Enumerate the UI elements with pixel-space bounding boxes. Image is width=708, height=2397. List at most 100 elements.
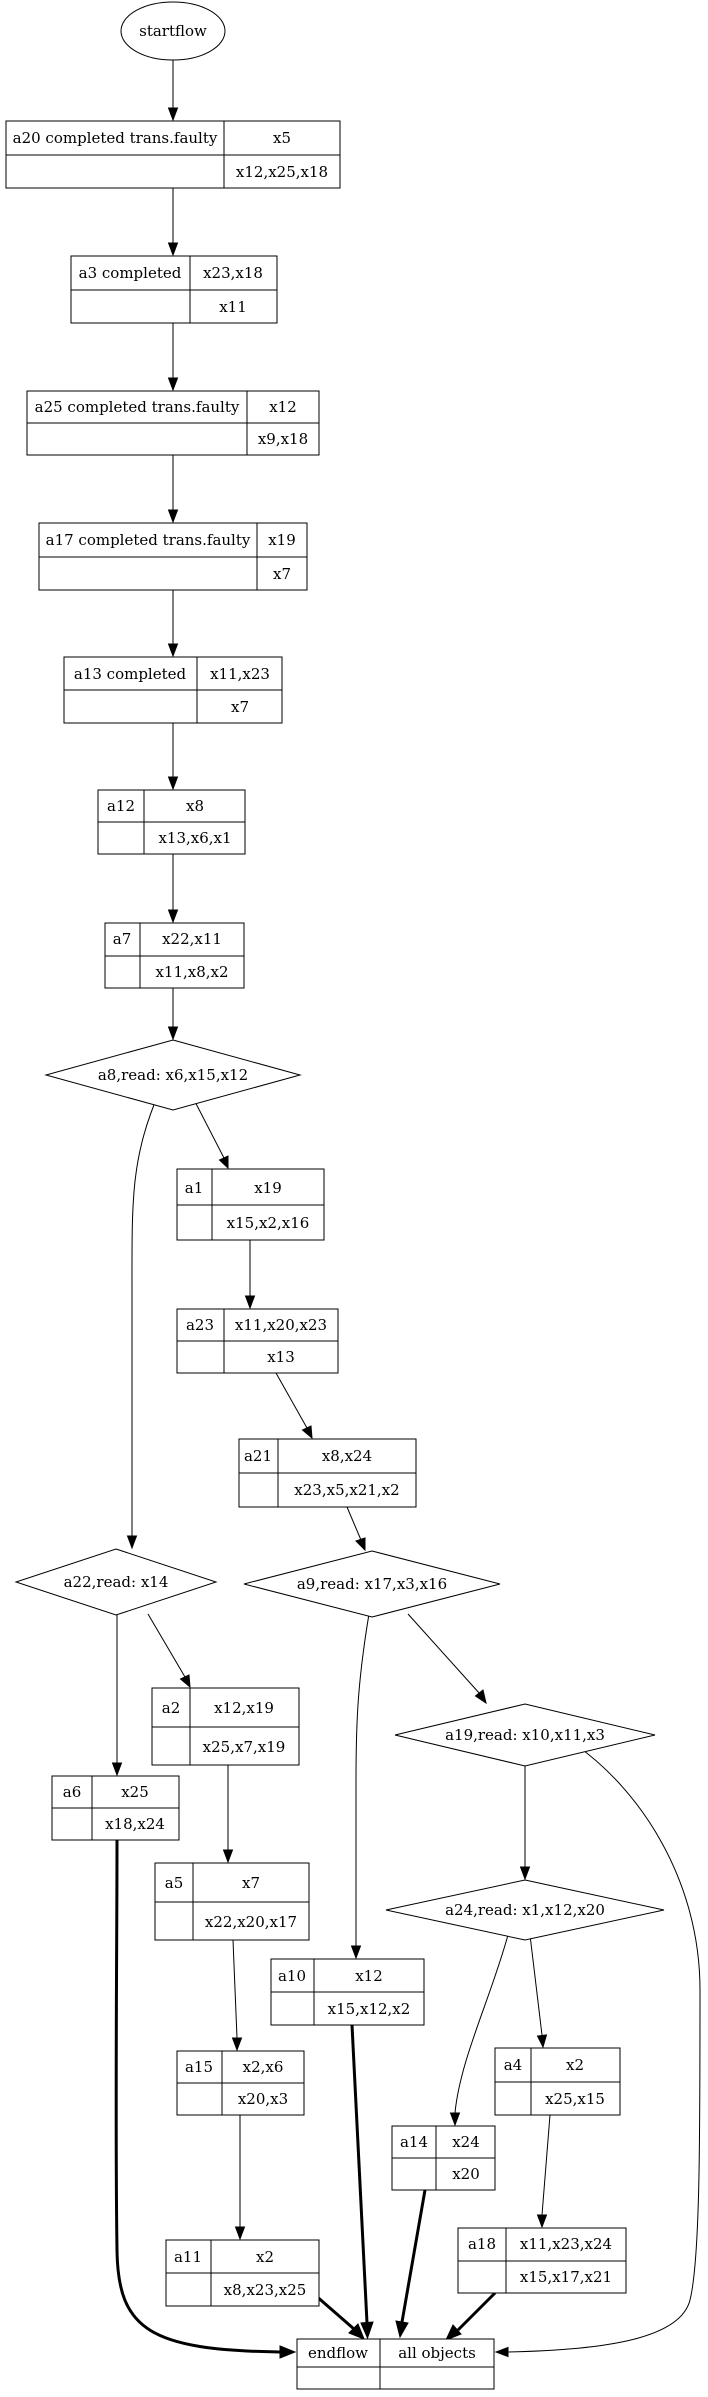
edge-a22-a2	[147, 1613, 186, 1678]
arrowhead	[519, 1866, 531, 1881]
node-a24: a24,read: x1,x12,x20	[385, 1879, 665, 1941]
node-a7: a7 x22,x11 x11,x8,x2	[104, 922, 245, 989]
node-a21-reads: x23,x5,x21,x2	[294, 1481, 399, 1499]
node-a21-writes: x8,x24	[322, 1447, 372, 1465]
node-a23-reads: x13	[267, 1348, 295, 1366]
node-a4-writes: x2	[566, 2056, 584, 2074]
arrowhead	[167, 377, 179, 392]
node-a25-writes: x12	[269, 398, 297, 416]
edges	[111, 60, 701, 2359]
node-a18-writes: x11,x23,x24	[520, 2235, 612, 2253]
node-a23: a23 x11,x20,x23 x13	[176, 1308, 339, 1374]
node-a20-reads: x12,x25,x18	[236, 163, 328, 181]
node-a20: a20 completed trans.faulty x5 x12,x25,x1…	[5, 120, 341, 189]
arrowhead	[279, 2345, 297, 2359]
node-a24-diamond	[385, 1879, 665, 1941]
node-a4: a4 x2 x25,x15	[494, 2047, 621, 2116]
node-a6-writes: x25	[121, 1783, 149, 1801]
node-a11: a11 x2 x8,x23,x25	[165, 2239, 320, 2307]
node-a17-action: a17 completed trans.faulty	[46, 531, 251, 549]
node-a21: a21 x8,x24 x23,x5,x21,x2	[238, 1438, 417, 1508]
arrowhead	[167, 776, 179, 791]
node-a1-action: a1	[185, 1179, 204, 1197]
node-a17-writes: x19	[268, 531, 296, 549]
node-a10: a10 x12 x15,x12,x2	[270, 1958, 425, 2026]
edge-a21-a9	[346, 1506, 362, 1541]
edge-a4-a18	[541, 2114, 551, 2216]
node-a1-reads: x15,x2,x16	[227, 1214, 310, 1232]
arrowhead	[222, 1849, 234, 1864]
arrowhead	[167, 1026, 179, 1041]
node-a6: a6 x25 x18,x24	[51, 1775, 180, 1841]
node-end-writes: all objects	[398, 2344, 476, 2362]
node-a12-writes: x8	[186, 797, 204, 815]
node-a18-reads: x15,x17,x21	[520, 2268, 612, 2286]
arrowhead	[536, 2214, 548, 2229]
node-a14-action: a14	[400, 2133, 428, 2151]
node-a9: a9,read: x17,x3,x16	[243, 1550, 501, 1618]
start-label: startflow	[139, 22, 207, 40]
node-a20-action: a20 completed trans.faulty	[13, 129, 218, 147]
node-a11-action: a11	[174, 2248, 202, 2266]
node-a2: a2 x12,x19 x25,x7,x19	[151, 1687, 300, 1766]
node-a2-action: a2	[162, 1699, 181, 1717]
node-a22: a22,read: x14	[14, 1548, 218, 1616]
node-a7-action: a7	[113, 930, 132, 948]
node-a18: a18 x11,x23,x24 x15,x17,x21	[457, 2227, 627, 2294]
node-a15: a15 x2,x6 x20,x3	[176, 2050, 305, 2116]
arrowhead	[126, 1535, 138, 1550]
edge-a18-end	[456, 2291, 497, 2332]
node-a3-action: a3 completed	[79, 264, 182, 282]
node-a10-action: a10	[278, 1967, 306, 1985]
node-a23-writes: x11,x20,x23	[235, 1316, 327, 1334]
arrowhead	[360, 2321, 374, 2340]
node-a19-diamond	[394, 1703, 656, 1767]
edge-a24-a4	[529, 1934, 543, 2036]
node-a6-reads: x18,x24	[105, 1815, 165, 1833]
node-a25-reads: x9,x18	[258, 430, 308, 448]
node-a20-writes: x5	[273, 129, 291, 147]
arrowhead	[301, 1425, 313, 1440]
arrowhead	[445, 2324, 462, 2341]
node-a15-writes: x2,x6	[243, 2058, 284, 2076]
node-a17-reads: x7	[273, 565, 291, 583]
node-a15-reads: x20,x3	[238, 2090, 288, 2108]
node-a25-action: a25 completed trans.faulty	[35, 398, 240, 416]
arrowhead	[244, 1295, 256, 1310]
arrowhead	[167, 509, 179, 524]
node-a2-reads: x25,x7,x19	[203, 1738, 286, 1756]
node-a13-writes: x11,x23	[210, 665, 270, 683]
node-a6-action: a6	[63, 1783, 82, 1801]
node-a11-writes: x2	[256, 2248, 274, 2266]
node-a4-action: a4	[504, 2056, 523, 2074]
node-a7-reads: x11,x8,x2	[155, 963, 228, 981]
node-a10-writes: x12	[355, 1967, 383, 1985]
node-a10-reads: x15,x12,x2	[328, 2000, 411, 2018]
arrowhead	[167, 909, 179, 924]
edge-a11-end	[314, 2293, 355, 2331]
node-end-box	[296, 2338, 495, 2390]
edge-a6-end	[114, 1839, 281, 2354]
node-a14-reads: x20	[452, 2165, 480, 2183]
node-a22-diamond	[14, 1548, 218, 1616]
arrowhead	[355, 1537, 366, 1552]
node-a19-label: a19,read: x10,x11,x3	[445, 1726, 605, 1744]
node-a5-reads: x22,x20,x17	[205, 1913, 297, 1931]
node-a15-action: a15	[185, 2058, 213, 2076]
node-a8: a8,read: x6,x15,x12	[44, 1039, 302, 1111]
node-a12: a12 x8 x13,x6,x1	[97, 789, 246, 855]
node-a3: a3 completed x23,x18 x11	[70, 255, 278, 324]
node-a13-reads: x7	[231, 698, 249, 716]
edge-a23-a21	[275, 1372, 308, 1429]
arrowhead	[474, 1689, 487, 1705]
node-a17: a17 completed trans.faulty x19 x7	[38, 522, 308, 591]
node-a23-action: a23	[186, 1316, 214, 1334]
node-a12-action: a12	[107, 797, 135, 815]
node-a9-diamond	[243, 1550, 501, 1618]
arrowhead	[111, 1762, 123, 1777]
edge-a9-a19	[407, 1613, 481, 1695]
node-a11-reads: x8,x23,x25	[224, 2281, 307, 2299]
node-a2-writes: x12,x19	[214, 1699, 274, 1717]
node-a3-reads: x11	[219, 298, 247, 316]
start-ellipse	[120, 1, 226, 61]
